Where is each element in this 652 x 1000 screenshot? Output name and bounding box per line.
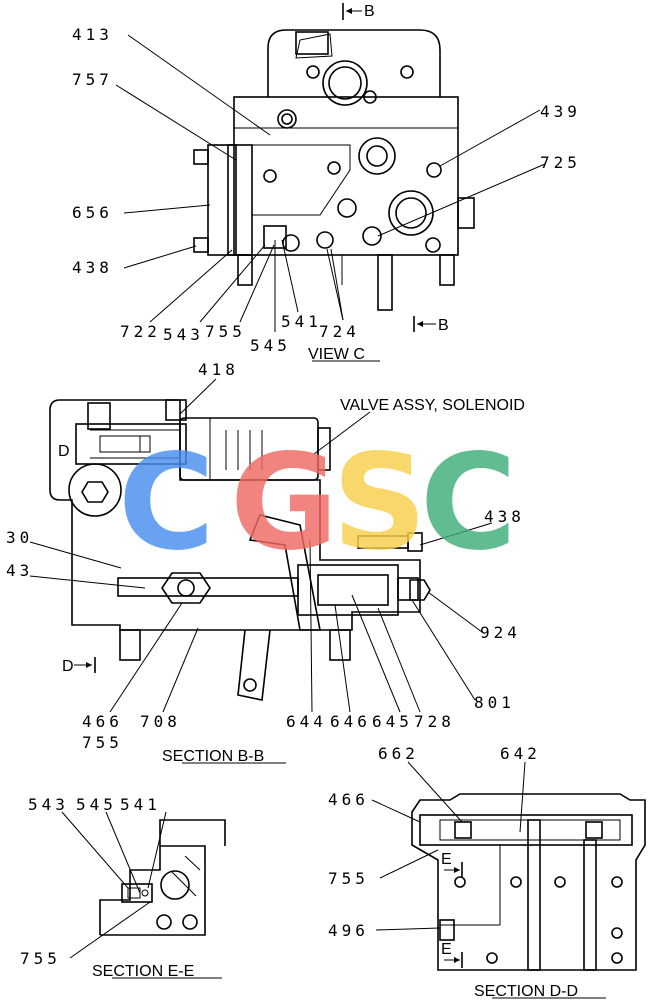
callout-545-e: 545 bbox=[76, 795, 117, 814]
callout-724: 724 bbox=[319, 322, 360, 341]
callout-757: 757 bbox=[72, 70, 113, 89]
callout-708: 708 bbox=[140, 712, 181, 731]
callout-642: 642 bbox=[500, 744, 541, 763]
callout-413: 413 bbox=[72, 25, 113, 44]
watermark-letter-g: G bbox=[230, 426, 338, 580]
watermark: C G S C bbox=[118, 426, 517, 580]
callout-755-e: 755 bbox=[20, 949, 61, 968]
callout-466-d: 466 bbox=[328, 790, 369, 809]
section-dd-drawing: E E 662 642 466 755 496 SECTION D-D bbox=[328, 744, 646, 1000]
callout-728: 728 bbox=[414, 712, 455, 731]
callout-545: 545 bbox=[250, 336, 291, 355]
callout-466: 466 bbox=[82, 712, 123, 731]
callout-646: 646 bbox=[330, 712, 371, 731]
callout-30: 30 bbox=[6, 528, 33, 547]
callout-722: 722 bbox=[120, 322, 161, 341]
callout-924: 924 bbox=[480, 623, 521, 642]
callout-755-d: 755 bbox=[328, 869, 369, 888]
callout-801: 801 bbox=[474, 693, 515, 712]
callout-725: 725 bbox=[540, 153, 581, 172]
callout-543-e: 543 bbox=[28, 795, 69, 814]
section-bb-drawing: D D VALVE ASSY, SOLENOID 418 438 bbox=[6, 360, 525, 765]
callout-541-e: 541 bbox=[120, 795, 161, 814]
callout-543: 543 bbox=[163, 325, 204, 344]
watermark-letter-c1: C bbox=[118, 426, 215, 580]
valve-assy-label: VALVE ASSY, SOLENOID bbox=[340, 397, 525, 414]
callout-662: 662 bbox=[378, 744, 419, 763]
watermark-letter-c2: C bbox=[420, 426, 517, 580]
view-e-marker-bottom: E bbox=[441, 941, 452, 958]
callout-644: 644 bbox=[286, 712, 327, 731]
callout-656: 656 bbox=[72, 203, 113, 222]
callout-439: 439 bbox=[540, 102, 581, 121]
port-d-label: D bbox=[58, 443, 70, 460]
callout-541: 541 bbox=[281, 312, 322, 331]
callout-43: 43 bbox=[6, 561, 33, 580]
callout-496: 496 bbox=[328, 921, 369, 940]
callout-755-b: 755 bbox=[82, 733, 123, 752]
callout-755: 755 bbox=[205, 322, 246, 341]
callout-438: 438 bbox=[72, 258, 113, 277]
view-d-marker: D bbox=[62, 658, 74, 675]
section-ee-drawing: 543 545 541 755 SECTION E-E bbox=[20, 795, 226, 980]
section-dd-title: SECTION D-D bbox=[474, 983, 578, 1000]
watermark-letter-s: S bbox=[332, 426, 427, 580]
view-c-drawing: B bbox=[72, 3, 581, 363]
view-c-title: VIEW C bbox=[308, 346, 365, 363]
section-bb-title: SECTION B-B bbox=[162, 748, 264, 765]
section-marker-top: B bbox=[364, 3, 375, 20]
callout-645: 645 bbox=[372, 712, 413, 731]
callout-438-b: 438 bbox=[484, 507, 525, 526]
section-ee-title: SECTION E-E bbox=[92, 963, 194, 980]
callout-418: 418 bbox=[198, 360, 239, 379]
section-marker-bottom: B bbox=[438, 317, 449, 334]
view-e-marker-top: E bbox=[441, 851, 452, 868]
